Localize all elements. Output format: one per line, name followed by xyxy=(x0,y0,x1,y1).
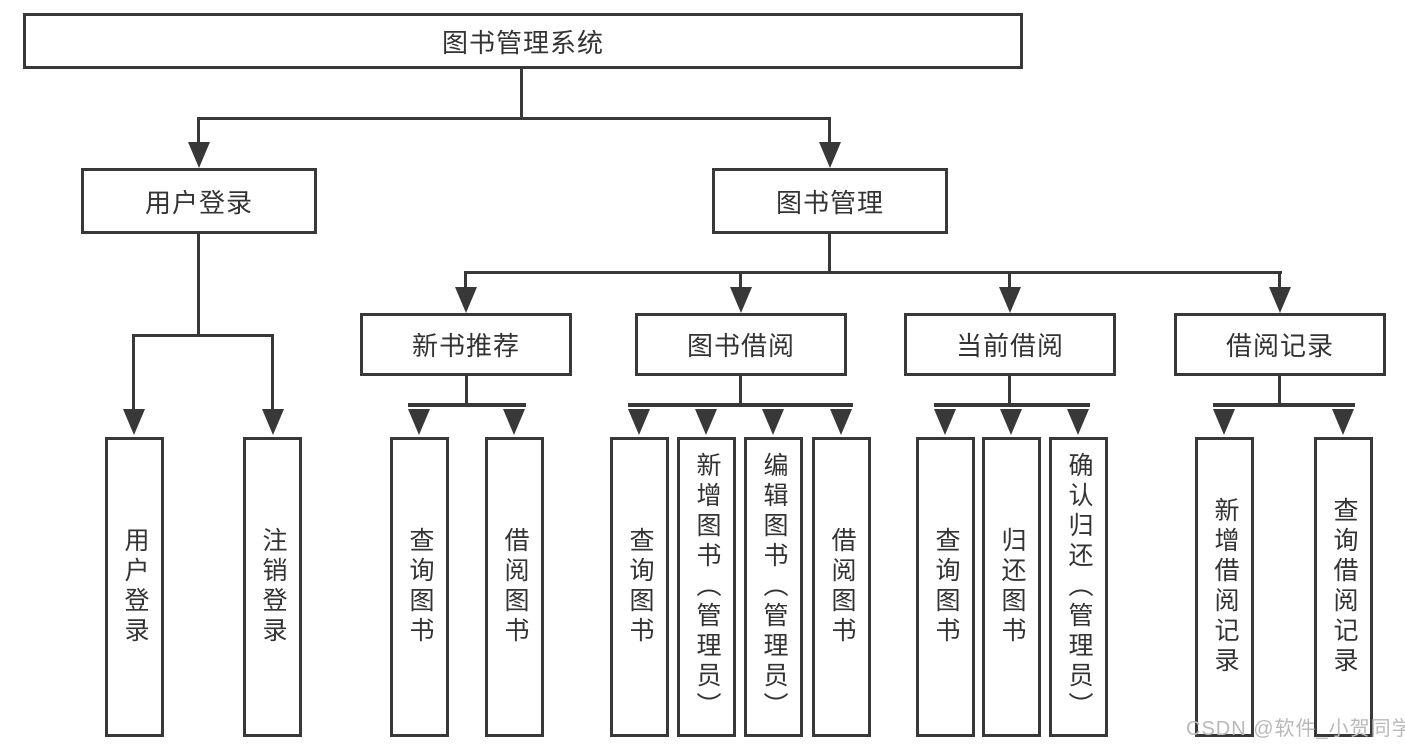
arrow-down-icon xyxy=(695,409,717,435)
connector-line xyxy=(520,69,523,118)
arrow-down-icon xyxy=(1269,287,1291,313)
arrow-down-icon xyxy=(934,409,956,435)
connector-line xyxy=(628,403,853,407)
leaf-query-books-recommend: 查询图书 xyxy=(390,437,449,737)
connector-line xyxy=(197,117,831,120)
leaf-edit-book-admin: 编辑图书（管理员） xyxy=(744,437,803,737)
leaf-return-book: 归还图书 xyxy=(982,437,1041,737)
arrow-down-icon xyxy=(503,409,525,435)
leaf-add-borrow-record: 新增借阅记录 xyxy=(1195,437,1254,737)
connector-line xyxy=(1278,271,1281,289)
arrow-down-icon xyxy=(819,142,841,168)
connector-line xyxy=(828,234,831,274)
node-user-login: 用户登录 xyxy=(81,168,317,234)
arrow-down-icon xyxy=(830,409,852,435)
connector-line xyxy=(1008,271,1011,289)
leaf-borrow-books-recommend: 借阅图书 xyxy=(485,437,544,737)
leaf-query-books-borrow: 查询图书 xyxy=(610,437,669,737)
arrow-down-icon xyxy=(1213,409,1235,435)
connector-line xyxy=(934,403,1090,407)
connector-line xyxy=(828,117,831,145)
connector-line xyxy=(739,376,742,406)
connector-line xyxy=(739,271,742,289)
connector-line xyxy=(197,117,200,145)
arrow-down-icon xyxy=(730,287,752,313)
arrow-down-icon xyxy=(999,287,1021,313)
connector-line xyxy=(465,376,468,406)
leaf-user-login: 用户登录 xyxy=(105,437,164,737)
leaf-confirm-return-admin: 确认归还（管理员） xyxy=(1049,437,1108,737)
connector-line xyxy=(197,233,200,337)
connector-line xyxy=(1213,403,1355,407)
arrow-down-icon xyxy=(123,409,145,435)
arrow-down-icon xyxy=(1332,409,1354,435)
arrow-down-icon xyxy=(1067,409,1089,435)
leaf-query-books-current: 查询图书 xyxy=(916,437,975,737)
connector-line xyxy=(132,334,135,411)
leaf-logout: 注销登录 xyxy=(243,437,302,737)
node-book-borrow: 图书借阅 xyxy=(635,313,847,376)
node-library-system: 图书管理系统 xyxy=(23,13,1023,69)
arrow-down-icon xyxy=(408,409,430,435)
node-new-book-recommend: 新书推荐 xyxy=(360,313,572,376)
connector-line xyxy=(132,334,274,337)
arrow-down-icon xyxy=(762,409,784,435)
arrow-down-icon xyxy=(455,287,477,313)
arrow-down-icon xyxy=(1000,409,1022,435)
node-borrow-records: 借阅记录 xyxy=(1174,313,1386,376)
connector-line xyxy=(271,334,274,411)
connector-line xyxy=(408,403,526,407)
leaf-add-book-admin: 新增图书（管理员） xyxy=(677,437,736,737)
csdn-watermark: CSDN @软件_小贺同学 xyxy=(1186,718,1405,740)
node-book-management: 图书管理 xyxy=(712,168,948,234)
connector-line xyxy=(464,271,467,289)
connector-line xyxy=(1008,376,1011,406)
arrow-down-icon xyxy=(262,409,284,435)
node-current-borrow: 当前借阅 xyxy=(904,313,1116,376)
arrow-down-icon xyxy=(628,409,650,435)
leaf-query-borrow-record: 查询借阅记录 xyxy=(1314,437,1373,737)
arrow-down-icon xyxy=(188,142,210,168)
connector-line xyxy=(465,271,1282,274)
connector-line xyxy=(1278,376,1281,406)
leaf-borrow-books-borrow: 借阅图书 xyxy=(812,437,871,737)
